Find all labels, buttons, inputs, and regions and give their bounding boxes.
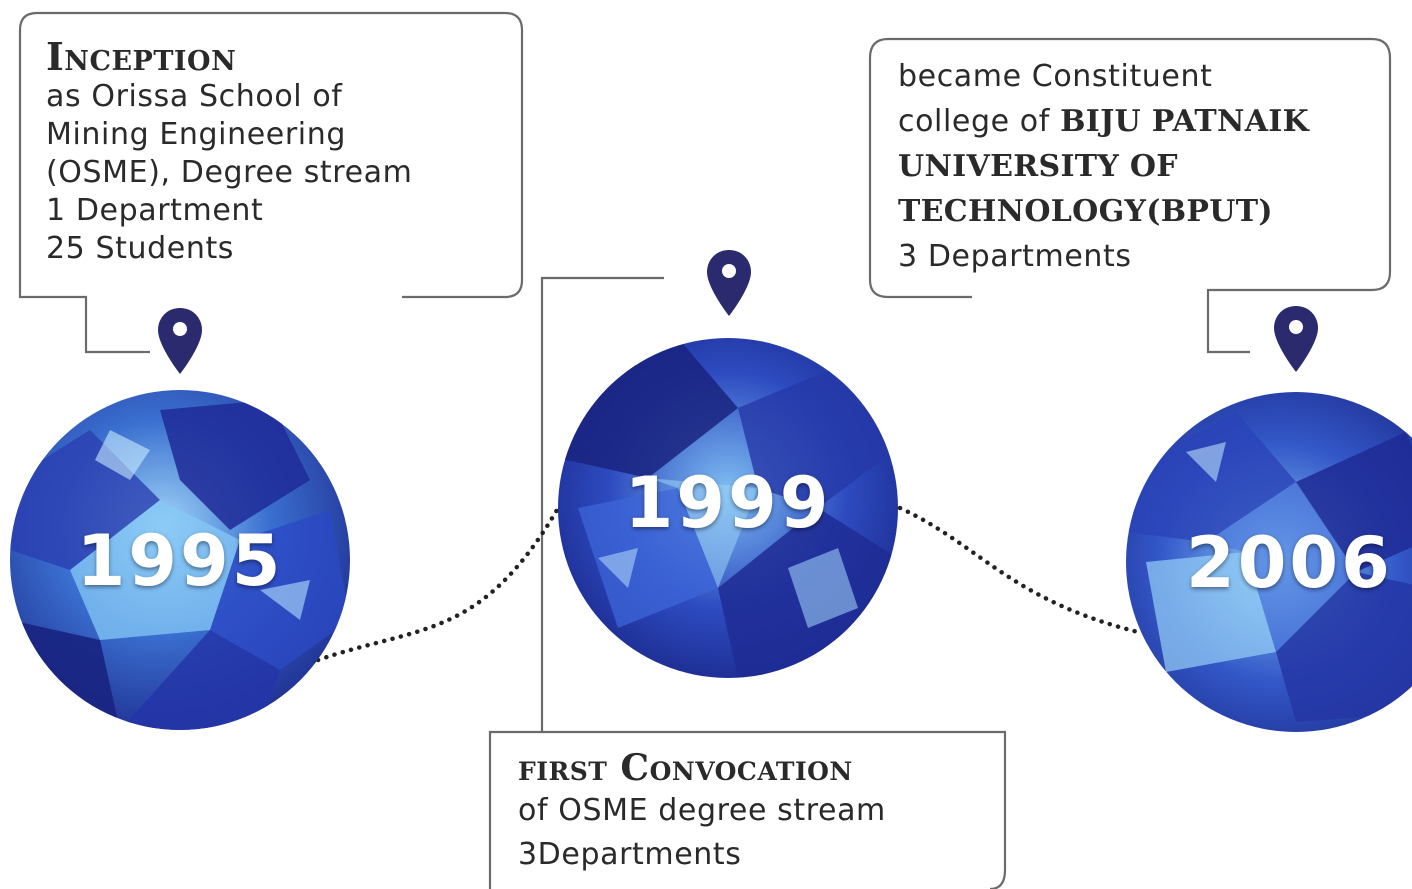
dotted-connector-1999-2006: [897, 505, 1141, 635]
callout-line-prefix: college of: [898, 104, 1061, 139]
location-pin-icon: [707, 250, 751, 316]
dotted-connector-1995-1999: [315, 507, 560, 663]
year-circle-1999: 1999: [558, 338, 898, 678]
location-pin-icon: [158, 308, 202, 374]
callout-line: UNIVERSITY OF: [898, 149, 1178, 184]
callout-1995: Inception as Orissa School of Mining Eng…: [46, 38, 412, 272]
callout-line: 3 Departments: [898, 239, 1132, 274]
callout-line: college of BIJU PATNAIK: [898, 107, 1309, 152]
callout-line: 1 Department: [46, 193, 264, 228]
callout-line: 3Departments: [518, 837, 742, 872]
year-circle-1995: 1995: [10, 390, 350, 730]
callout-1999: first Convocation of OSME degree stream …: [518, 750, 886, 884]
university-name-part: BIJU PATNAIK: [1060, 104, 1310, 139]
callout-2006: became Constituent college of BIJU PATNA…: [898, 62, 1309, 287]
callout-line: became Constituent: [898, 59, 1213, 94]
callout-line: (OSME), Degree stream: [46, 155, 413, 190]
crystal-texture: [558, 338, 898, 678]
crystal-texture: [1126, 392, 1412, 732]
callout-heading-1995: Inception: [46, 34, 237, 79]
year-label-1999: 1999: [624, 462, 832, 544]
callout-line: 25 Students: [46, 231, 235, 266]
year-label-1995: 1995: [76, 520, 284, 602]
year-circle-2006: 2006: [1126, 392, 1412, 732]
crystal-texture: [10, 390, 350, 730]
location-pin-icon: [1274, 306, 1318, 372]
callout-line: as Orissa School of: [46, 79, 343, 114]
year-label-2006: 2006: [1186, 522, 1393, 604]
callout-line: of OSME degree stream: [518, 793, 886, 828]
callout-heading-1999: first Convocation: [518, 747, 853, 789]
callout-line: TECHNOLOGY(BPUT): [898, 194, 1273, 229]
callout-line: Mining Engineering: [46, 117, 346, 152]
